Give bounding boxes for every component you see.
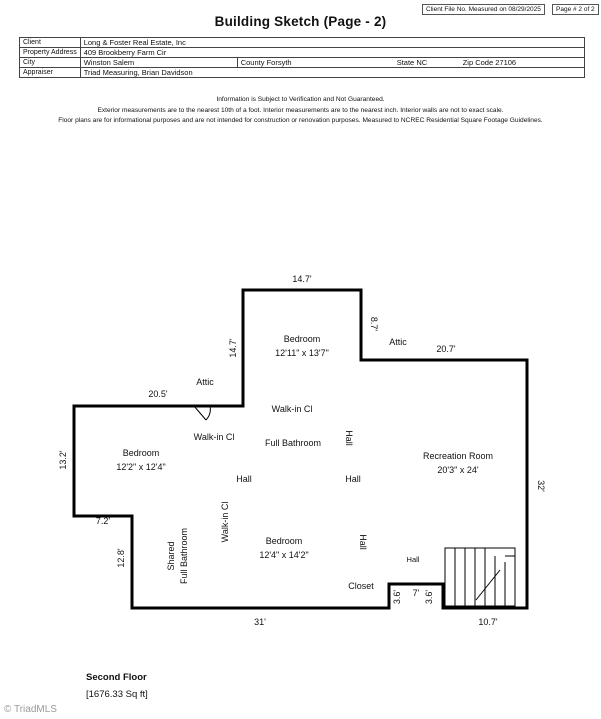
room-bedroom-top: Bedroom <box>284 334 321 344</box>
room-bedroom-left-size: 12'2" x 12'4" <box>116 462 165 472</box>
room-shared-bath-2: Full Bathroom <box>179 528 189 584</box>
exterior-wall <box>72 288 529 610</box>
floor-caption: Second Floor <box>86 672 147 683</box>
note-line-1: Information is Subject to Verification a… <box>216 96 385 103</box>
room-walkin-top: Walk-in Cl <box>272 404 313 414</box>
appraiser-value: Triad Measuring, Brian Davidson <box>79 67 586 78</box>
dim-notch-top: 7' <box>413 588 420 598</box>
note-line-2: Exterior measurements are to the nearest… <box>97 106 504 114</box>
state-value: NC <box>416 58 428 67</box>
room-hall-vertical: Hall <box>344 430 354 446</box>
room-walkin-left: Walk-in Cl <box>194 432 235 442</box>
dim-left-step: 20.5' <box>148 389 168 399</box>
dim-left-upper: 14.7' <box>228 338 238 358</box>
dim-bottom-right: 10.7' <box>478 617 498 627</box>
room-closet: Closet <box>348 581 374 591</box>
disclaimer-notes: Information is Subject to Verification a… <box>0 95 601 127</box>
dim-left-side: 13.2' <box>58 450 68 470</box>
room-hall-left: Hall <box>236 474 252 484</box>
county-value: Forsyth <box>266 58 292 67</box>
appraiser-row: Appraiser Triad Measuring, Brian Davidso… <box>19 67 586 78</box>
staircase-icon <box>444 547 516 607</box>
property-info-table: Client Long & Foster Real Estate, Inc Pr… <box>19 37 586 78</box>
sqft-caption: [1676.33 Sq ft] <box>86 689 148 700</box>
room-rec-room-size: 20'3" x 24' <box>437 465 478 475</box>
room-hall-bottom-vertical: Hall <box>358 534 368 550</box>
state-label: State <box>396 58 415 67</box>
room-bedroom-left: Bedroom <box>123 448 160 458</box>
dim-left-lower: 12.8' <box>116 548 126 568</box>
room-shared-bath-1: Shared <box>166 541 176 570</box>
dim-right-side: 32' <box>536 480 546 492</box>
dim-bottom: 31' <box>254 617 266 627</box>
zip-label: Zip Code <box>462 58 494 67</box>
dim-top: 14.7' <box>292 274 312 284</box>
note-line-3: Floor plans are for informational purpos… <box>58 117 543 124</box>
client-file-label: Client File No. Measured on 08/29/2025 <box>422 4 545 15</box>
room-hall-mid: Hall <box>345 474 361 484</box>
room-attic-left: Attic <box>196 377 214 387</box>
room-bedroom-bottom: Bedroom <box>266 536 303 546</box>
dim-left-notch: 7.2' <box>96 516 111 526</box>
zip-value: 27106 <box>495 58 517 67</box>
door-swing-icon <box>193 405 211 421</box>
dim-step-right: 8.7' <box>369 317 379 332</box>
watermark: © TriadMLS <box>4 704 57 715</box>
county-label: County <box>240 58 265 67</box>
room-hall-stairs: Hall <box>407 555 420 564</box>
room-bedroom-bottom-size: 12'4" x 14'2" <box>259 550 308 560</box>
page-number-label: Page # 2 of 2 <box>552 4 599 15</box>
room-attic-right: Attic <box>389 337 407 347</box>
dim-notch-left: 3.6' <box>392 590 402 605</box>
room-full-bath: Full Bathroom <box>265 438 321 448</box>
room-walkin-vertical: Walk-in Cl <box>220 502 230 543</box>
dim-notch-right: 3.6' <box>424 590 434 605</box>
dim-right-upper: 20.7' <box>436 344 456 354</box>
room-rec-room: Recreation Room <box>423 451 493 461</box>
room-bedroom-top-size: 12'11" x 13'7" <box>275 348 329 358</box>
page-title: Building Sketch (Page - 2) <box>214 14 387 29</box>
